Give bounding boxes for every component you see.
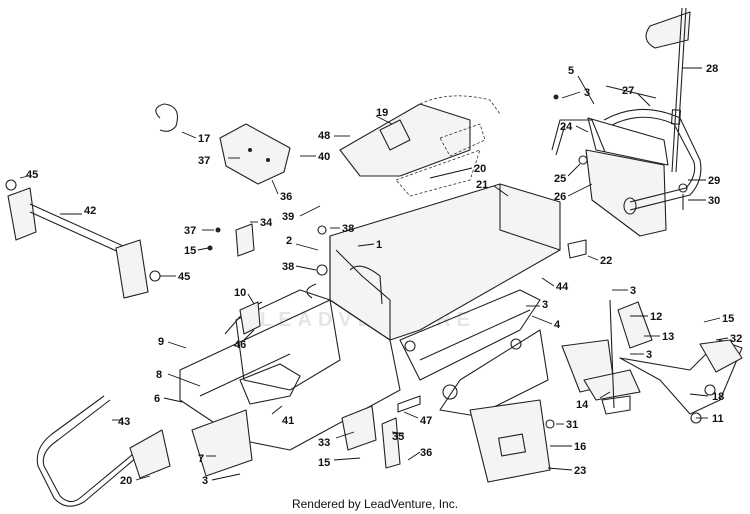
- callout-15c: 15: [318, 457, 330, 469]
- callout-33: 33: [318, 437, 330, 449]
- callout-7: 7: [198, 453, 204, 465]
- callout-30: 30: [708, 195, 720, 207]
- callout-28: 28: [706, 63, 718, 75]
- callout-45b: 45: [178, 271, 190, 283]
- callout-9: 9: [158, 336, 164, 348]
- callout-11: 11: [712, 413, 724, 425]
- callout-37b: 37: [184, 225, 196, 237]
- callout-39: 39: [282, 211, 294, 223]
- callout-4: 4: [554, 319, 561, 331]
- callout-38a: 38: [342, 223, 354, 235]
- callout-5: 5: [568, 65, 574, 77]
- flag-assembly: [645, 7, 691, 173]
- callout-43: 43: [118, 416, 130, 428]
- callout-13: 13: [662, 331, 674, 343]
- seat-bracket: [219, 123, 291, 185]
- callout-15b: 15: [722, 313, 734, 325]
- linkage-assembly: [619, 339, 743, 424]
- callout-3b: 3: [630, 285, 636, 297]
- callout-10: 10: [234, 287, 246, 299]
- rear-bumper-assembly: [551, 85, 702, 237]
- callout-2: 2: [286, 235, 292, 247]
- small-brackets: [207, 223, 328, 335]
- callout-8: 8: [156, 369, 162, 381]
- callout-45a: 45: [26, 169, 38, 181]
- callout-31: 31: [566, 419, 578, 431]
- callout-1: 1: [376, 239, 382, 251]
- front-bumper: [36, 395, 171, 507]
- callout-46: 46: [234, 339, 246, 351]
- callout-22: 22: [600, 255, 612, 267]
- callout-23: 23: [574, 465, 586, 477]
- callout-44: 44: [556, 281, 569, 293]
- callout-18: 18: [712, 391, 724, 403]
- callout-25: 25: [554, 173, 566, 185]
- callout-20b: 20: [120, 475, 132, 487]
- callout-32: 32: [730, 333, 742, 345]
- footer-credit: Rendered by LeadVenture, Inc.: [291, 497, 459, 511]
- callout-48: 48: [318, 130, 330, 142]
- spring-clip: [155, 103, 179, 132]
- callout-17: 17: [198, 133, 210, 145]
- callouts: 28 5 3 27 24 25 26 29 30 17 19 48 20 37 …: [19, 63, 742, 487]
- callout-34: 34: [260, 217, 273, 229]
- front-bracket: [191, 409, 253, 477]
- callout-24: 24: [560, 121, 573, 133]
- callout-3c: 3: [646, 349, 652, 361]
- callout-3a: 3: [584, 87, 590, 99]
- callout-3d: 3: [542, 299, 548, 311]
- callout-14: 14: [576, 399, 589, 411]
- callout-42: 42: [84, 205, 96, 217]
- callout-12: 12: [650, 311, 662, 323]
- front-axle-assembly: [5, 179, 161, 299]
- callout-36a: 36: [280, 191, 292, 203]
- dash-panel: [339, 95, 501, 197]
- callout-20a: 20: [474, 163, 486, 175]
- callout-36b: 36: [420, 447, 432, 459]
- pedal-assembly: [561, 299, 653, 415]
- callout-47: 47: [420, 415, 432, 427]
- callout-15a: 15: [184, 245, 196, 257]
- lower-brackets: [341, 395, 421, 469]
- callout-16: 16: [574, 441, 586, 453]
- callout-29: 29: [708, 175, 720, 187]
- callout-27: 27: [622, 85, 634, 97]
- callout-35: 35: [392, 431, 404, 443]
- callout-37a: 37: [198, 155, 210, 167]
- side-panel: [469, 399, 555, 483]
- callout-41: 41: [282, 415, 294, 427]
- callout-6: 6: [154, 393, 160, 405]
- callout-19: 19: [376, 107, 388, 119]
- callout-21: 21: [476, 179, 488, 191]
- callout-3e: 3: [202, 475, 208, 487]
- callout-26: 26: [554, 191, 566, 203]
- callout-40: 40: [318, 151, 330, 163]
- callout-38b: 38: [282, 261, 294, 273]
